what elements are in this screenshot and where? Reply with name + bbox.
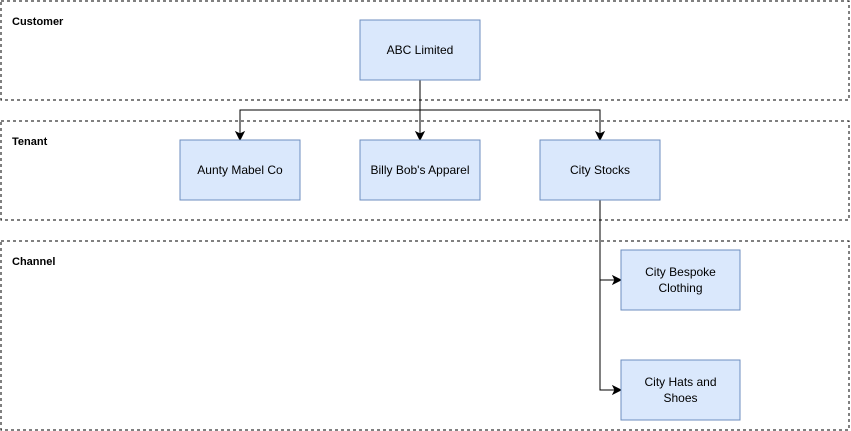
node-label-abc: ABC Limited: [387, 43, 454, 57]
lane-tenant: [0, 120, 850, 221]
node-aunty: Aunty Mabel Co: [179, 139, 301, 201]
node-label-line: Shoes: [663, 391, 697, 405]
lane-customer: [0, 0, 850, 101]
lane-label-customer: Customer: [12, 16, 64, 28]
node-box-hats: [620, 359, 741, 421]
lane-channel: [0, 240, 850, 431]
node-label-aunty: Aunty Mabel Co: [197, 163, 283, 177]
lane-label-tenant: Tenant: [12, 136, 48, 148]
arrowhead-bespoke: [611, 274, 623, 286]
edge-abc-to-aunty: [239, 80, 421, 140]
node-label-line: City Hats and: [644, 375, 716, 389]
node-box-billy: [359, 139, 481, 201]
arrowhead-aunty: [234, 130, 246, 142]
node-box-aunty: [179, 139, 301, 201]
node-city: City Stocks: [539, 139, 661, 201]
edge-city-to-hats: [599, 200, 621, 391]
lane-label-channel: Channel: [12, 256, 55, 268]
connectors: [234, 80, 623, 396]
node-box-city: [539, 139, 661, 201]
arrowhead-city: [594, 130, 606, 142]
node-billy: Billy Bob's Apparel: [359, 139, 481, 201]
node-box-abc: [359, 19, 481, 81]
edge-city-to-bespoke: [599, 200, 621, 281]
arrowhead-hats: [611, 384, 623, 396]
node-label-city: City Stocks: [570, 163, 630, 177]
edge-abc-to-city: [419, 80, 601, 140]
node-box-bespoke: [620, 249, 741, 311]
node-abc: ABC Limited: [359, 19, 481, 81]
node-label-billy: Billy Bob's Apparel: [370, 163, 469, 177]
arrowhead-billy: [414, 130, 426, 142]
node-label-line: City Bespoke: [645, 265, 716, 279]
node-label-line: Clothing: [658, 281, 702, 295]
